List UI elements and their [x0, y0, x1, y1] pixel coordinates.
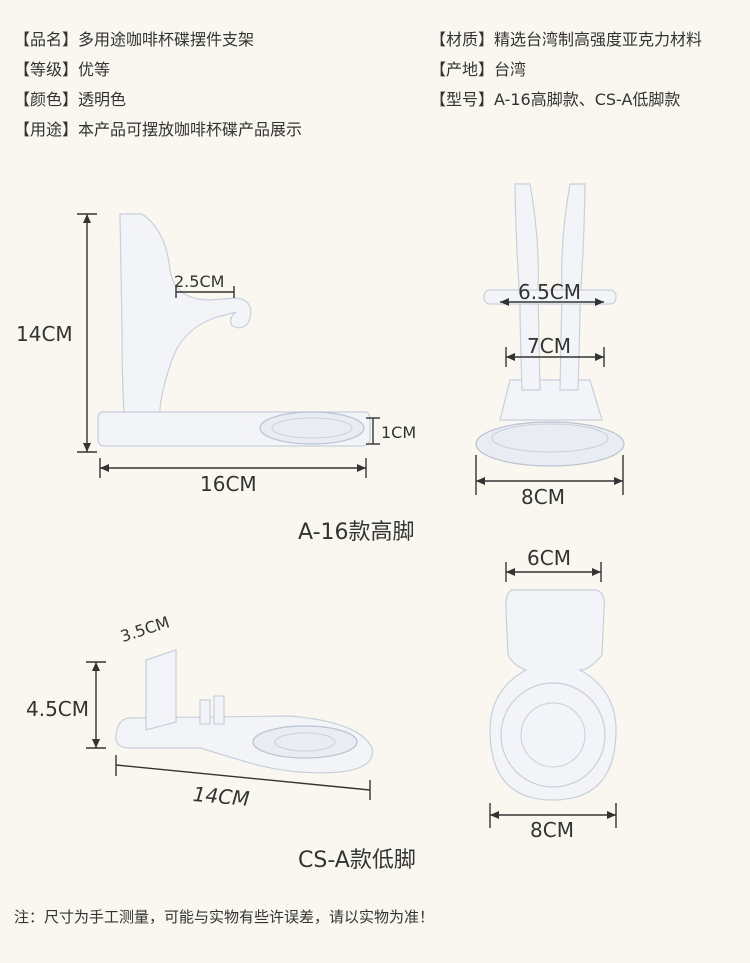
high-stand-caption: A-16款高脚 — [298, 520, 415, 545]
low-stand-top-width-label: 6CM — [527, 546, 571, 570]
spec-grade: 【等级】优等 — [14, 60, 111, 79]
high-stand-front-width-label: 8CM — [521, 485, 565, 509]
low-stand-height-label: 4.5CM — [26, 697, 90, 721]
spec-name: 【品名】多用途咖啡杯碟摆件支架 — [14, 30, 255, 49]
high-stand-length-label: 16CM — [200, 472, 257, 496]
low-stand-bottom-width-label: 8CM — [530, 818, 574, 842]
high-stand-hook-label: 2.5CM — [174, 272, 225, 291]
spec-color: 【颜色】透明色 — [14, 90, 127, 109]
high-stand-front-top-label: 6.5CM — [518, 280, 582, 304]
low-stand-caption: CS-A款低脚 — [298, 848, 416, 873]
high-stand-front-mid-label: 7CM — [527, 334, 571, 358]
high-stand-base-thickness-label: 1CM — [381, 423, 417, 442]
footer-note: 注：尺寸为手工测量，可能与实物有些许误差，请以实物为准！ — [14, 908, 435, 926]
spec-origin: 【产地】台湾 — [430, 60, 527, 79]
spec-material: 【材质】精选台湾制高强度亚克力材料 — [430, 30, 703, 49]
low-stand-length-label: 14CM — [191, 782, 251, 811]
high-stand-front-view — [475, 183, 625, 495]
high-stand-height-label: 14CM — [16, 322, 73, 346]
low-stand-side-view — [86, 649, 373, 800]
spec-model: 【型号】A-16高脚款、CS-A低脚款 — [430, 90, 681, 109]
spec-usage: 【用途】本产品可摆放咖啡杯碟产品展示 — [14, 120, 303, 139]
low-stand-top-view — [489, 562, 617, 828]
high-stand-side-view — [77, 213, 380, 478]
